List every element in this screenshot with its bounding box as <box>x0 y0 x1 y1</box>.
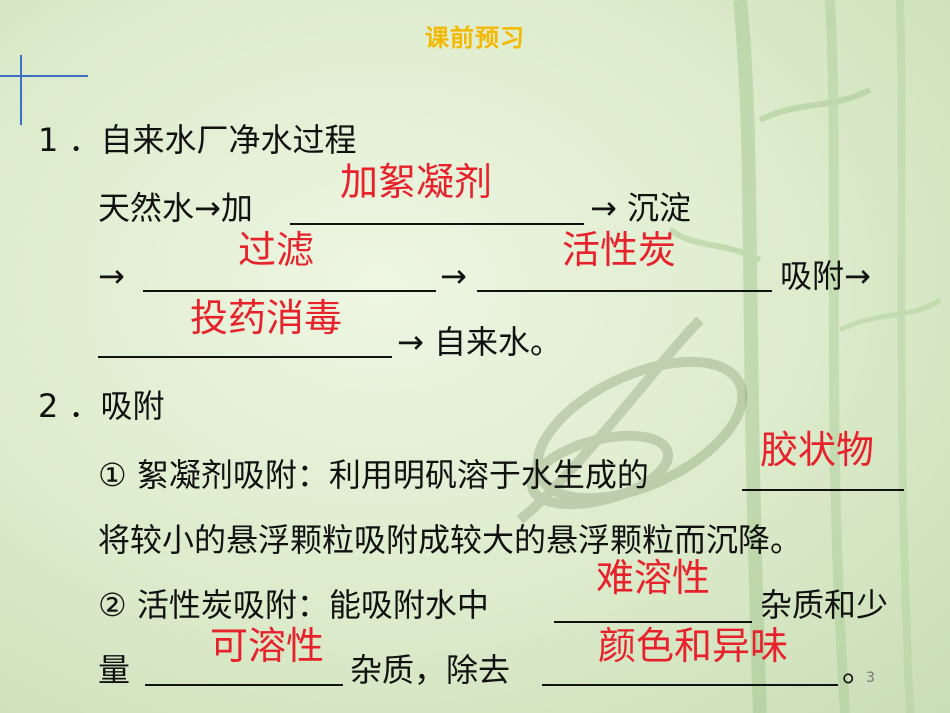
blank-filter <box>143 290 436 292</box>
item2-line2-mid: 杂质，除去 <box>350 651 511 689</box>
answer-carbon: 活性炭 <box>562 228 677 272</box>
answer-colloid: 胶状物 <box>760 428 875 472</box>
item2-mid: 杂质和少 <box>760 586 889 624</box>
item1-line2: 将较小的悬浮颗粒吸附成较大的悬浮颗粒而沉降。 <box>98 521 803 559</box>
section1-heading: 1 ．自来水厂净水过程 <box>38 121 357 159</box>
section2-heading: 2 ．吸附 <box>38 387 165 425</box>
item2-start: ② 活性炭吸附：能吸附水中 <box>98 586 489 624</box>
blank-insoluble <box>554 621 752 623</box>
blank-flocculant <box>290 223 584 225</box>
answer-insoluble: 难溶性 <box>596 556 711 600</box>
answer-filter: 过滤 <box>238 228 315 272</box>
slide-title: 课前预习 <box>425 24 525 52</box>
line1-start: 天然水→加 <box>98 189 253 227</box>
answer-soluble: 可溶性 <box>210 624 325 668</box>
item2-line2-end: 。 <box>842 651 875 689</box>
line2-end: 吸附→ <box>780 257 871 295</box>
corner-decoration-horizontal <box>0 75 88 77</box>
line3-end: → 自来水。 <box>397 323 562 361</box>
answer-color-odor: 颜色和异味 <box>598 624 789 668</box>
item2-line2-start: 量 <box>98 651 131 689</box>
line1-end: → 沉淀 <box>590 189 691 227</box>
blank-disinfect <box>98 356 392 358</box>
corner-decoration-vertical <box>20 55 22 125</box>
answer-disinfect: 投药消毒 <box>190 296 343 340</box>
blank-soluble <box>145 684 343 686</box>
blank-carbon <box>477 290 772 292</box>
answer-flocculant: 加絮凝剂 <box>340 160 493 204</box>
blank-color-odor <box>542 684 838 686</box>
page-number: 3 <box>866 670 875 686</box>
line2-arrow-start: → <box>98 257 125 295</box>
line2-arrow-mid: → <box>440 257 467 295</box>
item1-text: ① 絮凝剂吸附：利用明矾溶于水生成的 <box>98 456 649 494</box>
blank-colloid <box>742 489 904 491</box>
